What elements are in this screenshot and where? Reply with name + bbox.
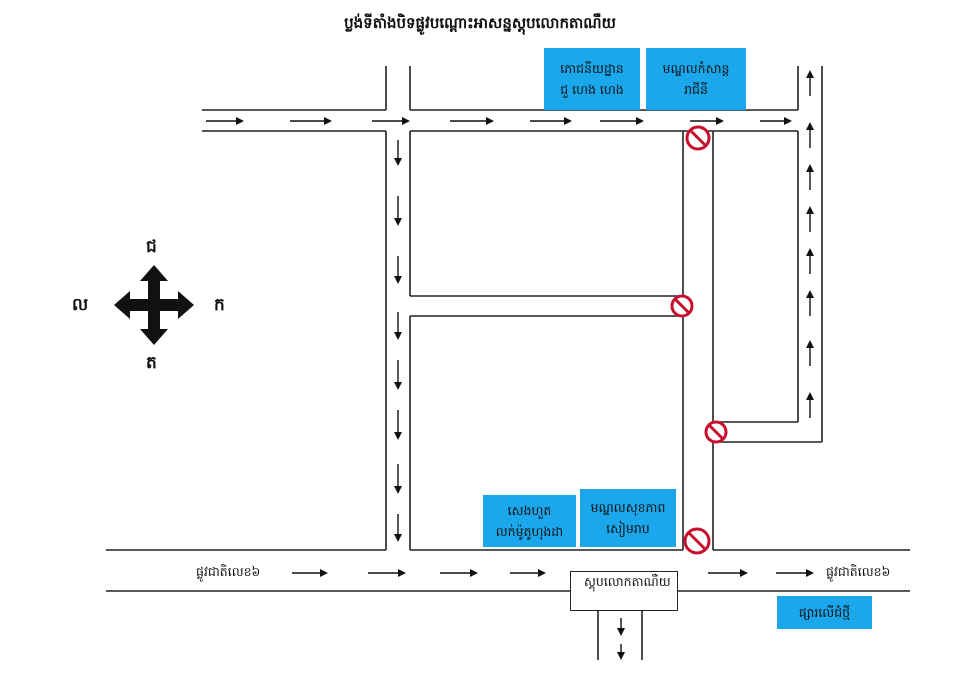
place-honda-shop-line2: លក់ម៉ូតូហុងដា <box>495 524 564 539</box>
place-entertainment-line1: មណ្ឌលកំសាន្ត <box>662 60 730 76</box>
direction-arrow-icon <box>372 117 410 125</box>
direction-arrow-icon <box>292 569 328 577</box>
place-market: ផ្សារលើជំថ្មី <box>777 596 872 629</box>
direction-arrow-icon <box>394 256 402 284</box>
direction-arrows <box>206 70 814 660</box>
direction-arrow-icon <box>690 117 724 125</box>
place-honda-shop-line1: សេងហួត <box>507 502 552 518</box>
stupa-label: ស្តុបលោកតាណឺយ <box>584 574 671 589</box>
place-entertainment-line2: រាជីនី <box>684 82 708 97</box>
no-entry-icon <box>670 294 694 318</box>
stupa-box <box>570 571 678 611</box>
place-health-center-line1: មណ្ឌលសុខភាព <box>590 499 666 515</box>
direction-arrow-icon <box>394 196 402 226</box>
place-health-center-line2: សៀមរាប <box>606 521 650 536</box>
direction-arrow-icon <box>776 569 814 577</box>
place-restaurant: ភោជនីយដ្ឋាន ជួ ហេង ហេង <box>544 48 640 110</box>
road-network <box>106 66 910 660</box>
compass-north: ជ <box>146 237 157 257</box>
direction-arrow-icon <box>450 117 494 125</box>
direction-arrow-icon <box>510 569 546 577</box>
direction-arrow-icon <box>206 117 244 125</box>
direction-arrow-icon <box>600 117 644 125</box>
map-title: ប្លង់ទីតាំងបិទផ្លូវបណ្ដោះអាសន្នស្តុបលោកត… <box>344 14 616 32</box>
place-health-center: មណ្ឌលសុខភាព សៀមរាប <box>580 489 676 547</box>
direction-arrow-icon <box>806 164 814 190</box>
direction-arrow-icon <box>394 360 402 390</box>
place-market-label: ផ្សារលើជំថ្មី <box>798 604 851 620</box>
place-honda-shop: សេងហួត លក់ម៉ូតូហុងដា <box>483 495 576 547</box>
compass-south: ត <box>146 353 157 373</box>
place-restaurant-line1: ភោជនីយដ្ឋាន <box>560 60 624 76</box>
direction-arrow-icon <box>394 514 402 542</box>
direction-arrow-icon <box>530 117 572 125</box>
direction-arrow-icon <box>290 117 332 125</box>
place-entertainment: មណ្ឌលកំសាន្ត រាជីនី <box>646 48 746 110</box>
direction-arrow-icon <box>806 70 814 96</box>
direction-arrow-icon <box>708 569 748 577</box>
direction-arrow-icon <box>806 392 814 418</box>
direction-arrow-icon <box>617 644 625 660</box>
direction-arrow-icon <box>394 312 402 340</box>
compass-east: ក <box>214 295 225 315</box>
road-label-left: ផ្លូវជាតិលេខ៦ <box>196 564 261 579</box>
place-restaurant-line2: ជួ ហេង ហេង <box>560 82 624 97</box>
direction-arrow-icon <box>394 464 402 494</box>
direction-arrow-icon <box>440 569 478 577</box>
no-entry-icon <box>683 527 711 555</box>
direction-arrow-icon <box>806 122 814 148</box>
direction-arrow-icon <box>760 117 792 125</box>
compass-west: ល <box>72 295 89 315</box>
road-label-right: ផ្លូវជាតិលេខ៦ <box>826 564 891 579</box>
direction-arrow-icon <box>394 410 402 440</box>
no-entry-icon <box>704 420 728 444</box>
direction-arrow-icon <box>806 206 814 232</box>
direction-arrow-icon <box>394 140 402 166</box>
direction-arrow-icon <box>368 569 406 577</box>
no-entry-icon <box>685 125 711 151</box>
direction-arrow-icon <box>806 340 814 366</box>
direction-arrow-icon <box>617 618 625 636</box>
direction-arrow-icon <box>806 248 814 274</box>
compass-arrow-icon <box>114 265 194 345</box>
direction-arrow-icon <box>806 290 814 316</box>
